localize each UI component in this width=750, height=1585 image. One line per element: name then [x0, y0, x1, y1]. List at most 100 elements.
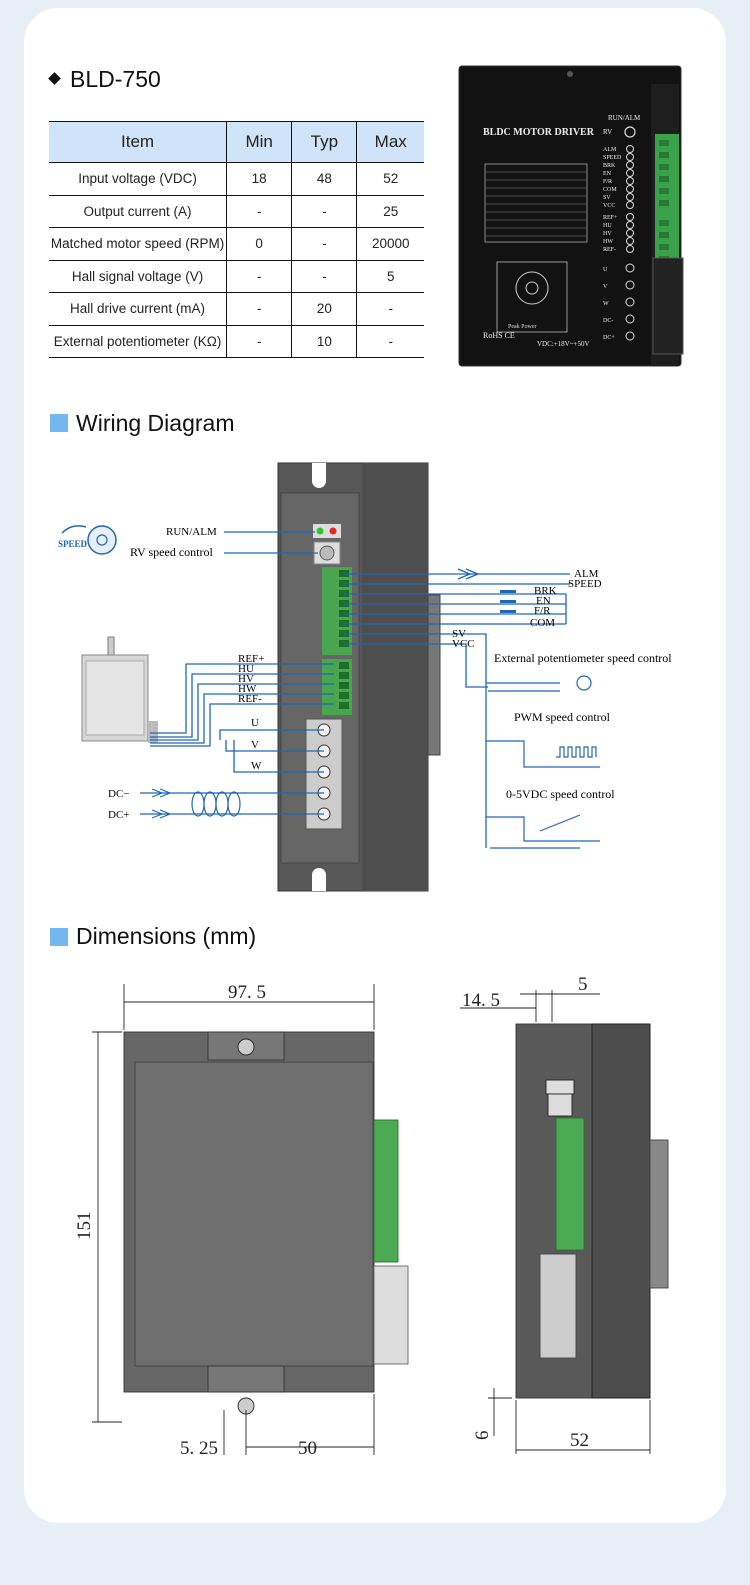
table-row: Output current (A) - - 25 [49, 195, 424, 228]
dc-cable-icon [151, 788, 241, 819]
hall-labels: REF+ HU HV HW REF- [238, 653, 264, 705]
dim-width: 97. 5 [228, 982, 266, 1003]
svg-text:W: W [603, 301, 609, 307]
svg-text:REF-: REF- [603, 247, 616, 253]
cell-item: Matched motor speed (RPM) [49, 227, 227, 261]
svg-text:SPEED: SPEED [603, 155, 622, 161]
switch-icons [500, 590, 516, 613]
motor-icon [81, 636, 158, 743]
vdc-label: 0-5VDC speed control [506, 787, 615, 801]
right-signal-labels: ALM SPEED BRK EN F/R COM SV VCC [452, 568, 602, 650]
photo-brand: BLDC MOTOR DRIVER [483, 127, 595, 138]
cell-min: - [226, 325, 292, 358]
svg-text:REF+: REF+ [238, 653, 264, 665]
svg-text:HV: HV [603, 231, 612, 237]
svg-text:SV: SV [452, 628, 466, 640]
photo-signal-labels: ALM SPEED BRK EN F/R COM SV VCC REF+ HU … [603, 147, 622, 253]
svg-text:COM: COM [603, 187, 617, 193]
pwm-signal-icon [486, 740, 600, 768]
header-max: Max [356, 121, 424, 163]
cell-item: Output current (A) [49, 195, 227, 228]
svg-text:COM: COM [530, 617, 555, 629]
dimension-drawings: 97. 5 151 5. 25 50 14. 5 5 52 6 [74, 974, 669, 1459]
cell-max: 52 [356, 162, 424, 196]
table-row: Hall signal voltage (V) - - 5 [49, 260, 424, 293]
cell-item: Input voltage (VDC) [49, 162, 227, 196]
svg-text:DC-: DC- [603, 318, 613, 324]
section-square-icon [50, 928, 68, 946]
speed-knob-icon: SPEED [58, 525, 117, 555]
cell-item: Hall drive current (mA) [49, 292, 227, 326]
svg-text:F/R: F/R [603, 179, 612, 185]
dc-minus-label: DC− [108, 788, 129, 800]
photo-dial-label: Peak Power [508, 324, 537, 330]
svg-text:W: W [251, 760, 262, 772]
svg-text:U: U [603, 267, 608, 273]
potentiometer-icon [486, 675, 592, 692]
cell-typ: - [291, 227, 357, 261]
driver-photo: BLDC MOTOR DRIVER Peak Power RoHS CE VDC… [458, 65, 684, 367]
svg-text:REF+: REF+ [603, 215, 618, 221]
cell-max: - [356, 325, 424, 358]
svg-text:BRK: BRK [534, 585, 557, 597]
svg-text:SV: SV [603, 195, 611, 201]
header-typ: Typ [291, 121, 357, 163]
dim-hole-spacing: 50 [298, 1438, 317, 1459]
header-item: Item [49, 121, 227, 163]
header-min: Min [226, 121, 292, 163]
cell-min: - [226, 195, 292, 228]
table-row: External potentiometer (KΩ) - 10 - [49, 325, 424, 358]
photo-run-alm: RUN/ALM [608, 114, 641, 122]
vdc-source-icon [486, 814, 600, 849]
cell-min: 18 [226, 162, 292, 196]
cell-max: 5 [356, 260, 424, 293]
svg-text:HW: HW [238, 683, 257, 695]
dimensions-title: Dimensions (mm) [76, 923, 257, 949]
run-alm-label: RUN/ALM [166, 526, 217, 538]
dim-side-offset: 14. 5 [462, 990, 500, 1011]
spec-table: Item Min Typ Max Input voltage (VDC) 18 … [49, 121, 424, 358]
pwm-label: PWM speed control [514, 710, 611, 724]
photo-power-labels: U V W DC- DC+ [603, 267, 615, 341]
section-square-icon [50, 414, 68, 432]
table-row: Hall drive current (mA) - 20 - [49, 292, 424, 326]
product-title: BLD-750 [70, 66, 161, 92]
cell-max: 20000 [356, 227, 424, 261]
wiring-title: Wiring Diagram [76, 410, 235, 436]
table-header-row: Item Min Typ Max [49, 121, 424, 163]
svg-text:ALM: ALM [603, 147, 617, 153]
svg-text:HV: HV [238, 673, 254, 685]
cell-max: - [356, 292, 424, 326]
cell-item: Hall signal voltage (V) [49, 260, 227, 293]
table-row: Matched motor speed (RPM) 0 - 20000 [49, 227, 424, 261]
rv-speed-label: RV speed control [130, 545, 213, 559]
svg-text:U: U [251, 717, 259, 729]
wiring-diagram: RUN/ALM RV speed control SPEED REF+ HU H… [58, 462, 672, 892]
svg-text:EN: EN [536, 595, 551, 607]
svg-text:ALM: ALM [574, 568, 599, 580]
svg-text:V: V [251, 739, 259, 751]
photo-rv: RV [603, 128, 612, 136]
svg-text:SPEED: SPEED [58, 539, 88, 549]
photo-voltage: VDC:+18V~+50V [537, 340, 590, 348]
svg-text:HU: HU [603, 223, 612, 229]
cell-min: 0 [226, 227, 292, 261]
cell-typ: 10 [291, 325, 357, 358]
cell-min: - [226, 292, 292, 326]
svg-text:V: V [603, 284, 608, 290]
cell-item: External potentiometer (KΩ) [49, 325, 227, 358]
cell-min: - [226, 260, 292, 293]
cell-max: 25 [356, 195, 424, 228]
cell-typ: 48 [291, 162, 357, 196]
phase-labels: U V W [251, 717, 262, 772]
dim-depth: 52 [570, 1430, 589, 1451]
cell-typ: - [291, 195, 357, 228]
table-row: Input voltage (VDC) 18 48 52 [49, 162, 424, 196]
dim-slot-width: 5 [578, 974, 588, 995]
cell-typ: 20 [291, 292, 357, 326]
dim-bottom: 6 [472, 1431, 493, 1441]
dc-plus-label: DC+ [108, 809, 129, 821]
svg-text:F/R: F/R [534, 605, 551, 617]
svg-text:VCC: VCC [603, 203, 615, 209]
svg-text:DC+: DC+ [603, 335, 615, 341]
